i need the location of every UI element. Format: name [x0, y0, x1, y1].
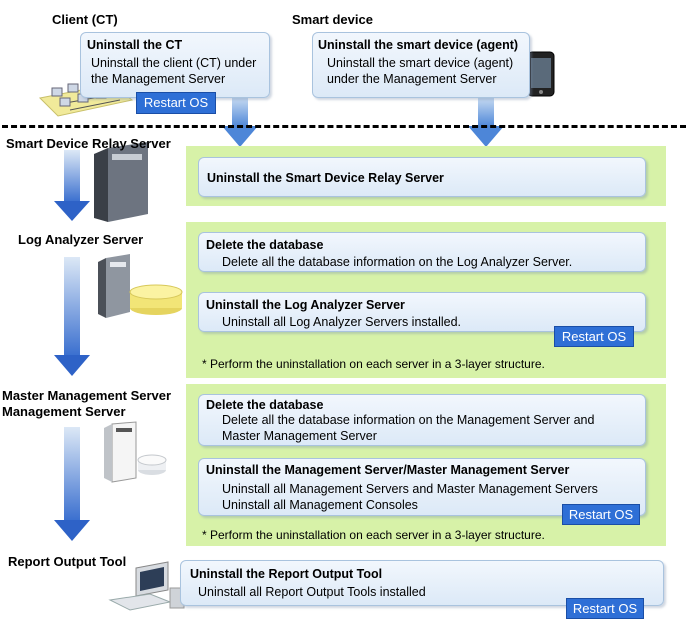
uninstall-ct-box: Uninstall the CT Uninstall the client (C… [80, 32, 270, 98]
smart-device-label: Smart device [292, 12, 373, 27]
mgmt-delete-db-title: Delete the database [206, 398, 324, 412]
separator-line [2, 125, 686, 128]
uninstall-report-line: Uninstall all Report Output Tools instal… [198, 585, 426, 599]
flow-arrow-mgmt-to-report [54, 427, 90, 541]
flow-arrow-log-to-mgmt [54, 257, 90, 376]
storage-disk-icon [137, 454, 167, 475]
log-delete-db-box: Delete the database Delete all the datab… [198, 232, 646, 272]
uninstall-report-title: Uninstall the Report Output Tool [190, 567, 383, 581]
database-icon [129, 284, 183, 315]
uninstall-smart-line1: Uninstall the smart device (agent) [327, 56, 514, 70]
log-note: * Perform the uninstallation on each ser… [202, 357, 545, 371]
uninstall-ct-line2: the Management Server [91, 72, 226, 86]
report-tool-label: Report Output Tool [8, 554, 127, 569]
mgmt-delete-db-line1: Delete all the database information on t… [222, 413, 595, 427]
restart-os-report: Restart OS [566, 598, 644, 619]
restart-os-mgmt: Restart OS [562, 504, 640, 525]
management-server-label: Management Server [2, 404, 126, 419]
log-analyzer-label: Log Analyzer Server [18, 232, 144, 247]
restart-os-log: Restart OS [554, 326, 634, 347]
log-delete-db-title: Delete the database [206, 238, 324, 252]
log-delete-db-line: Delete all the database information on t… [222, 255, 573, 269]
mgmt-note: * Perform the uninstallation on each ser… [202, 528, 545, 542]
log-uninstall-title: Uninstall the Log Analyzer Server [206, 298, 405, 312]
flow-arrow-relay-to-log [54, 150, 90, 221]
master-management-label: Master Management Server [2, 388, 172, 403]
client-label: Client (CT) [52, 12, 118, 27]
log-server-icon [98, 254, 130, 318]
arrow-client-down [222, 97, 258, 147]
log-uninstall-line: Uninstall all Log Analyzer Servers insta… [222, 315, 462, 329]
mgmt-uninstall-title: Uninstall the Management Server/Master M… [206, 463, 570, 477]
relay-server-label: Smart Device Relay Server [6, 136, 171, 151]
uninstall-relay-box: Uninstall the Smart Device Relay Server [198, 157, 646, 197]
pc-workstation-icon [108, 561, 185, 611]
smartphone-icon [527, 51, 555, 97]
mgmt-uninstall-line2: Uninstall all Management Consoles [222, 498, 418, 512]
mgmt-uninstall-line1: Uninstall all Management Servers and Mas… [222, 482, 598, 496]
uninstall-smart-line2: under the Management Server [327, 72, 497, 86]
uninstall-smart-title: Uninstall the smart device (agent) [318, 38, 519, 52]
log-uninstall-box: Uninstall the Log Analyzer Server Uninst… [198, 292, 646, 332]
arrow-smart-down [468, 97, 504, 147]
management-server-icon [104, 421, 137, 483]
uninstall-smart-device-box: Uninstall the smart device (agent) Unins… [312, 32, 530, 98]
uninstall-ct-title: Uninstall the CT [87, 38, 183, 52]
uninstall-ct-line1: Uninstall the client (CT) under [91, 56, 257, 70]
restart-os-client: Restart OS [136, 92, 216, 114]
mgmt-delete-db-line2: Master Management Server [222, 429, 377, 443]
uninstall-relay-title: Uninstall the Smart Device Relay Server [207, 171, 444, 185]
relay-server-icon [94, 142, 148, 222]
mgmt-delete-db-box: Delete the database Delete all the datab… [198, 394, 646, 446]
